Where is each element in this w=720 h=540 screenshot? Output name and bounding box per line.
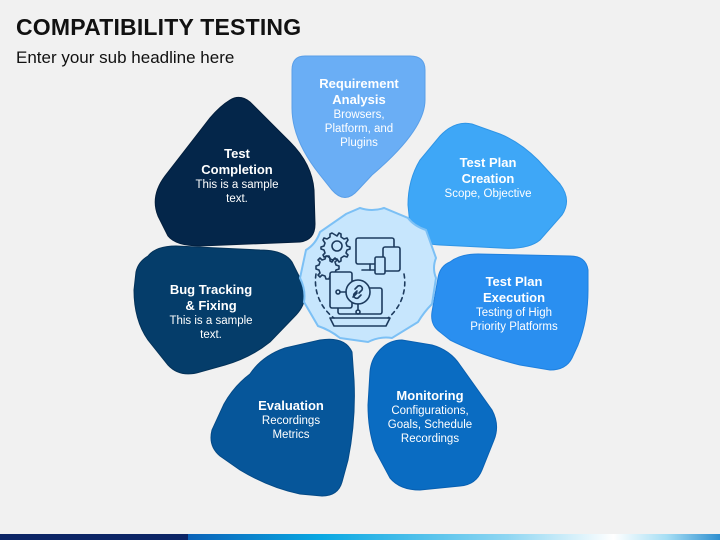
step-title-line: & Fixing (185, 297, 237, 313)
step-title-line: Creation (461, 170, 515, 186)
step-title-line: Bug Tracking (169, 282, 253, 297)
petal-bug-tracking (133, 245, 306, 375)
petal-test-plan-execution (431, 253, 589, 371)
step-desc-line: This is a sample (169, 314, 253, 327)
step-title-line: Test Plan (485, 274, 543, 289)
step-requirement-analysis: Requirement Analysis Browsers, Platform,… (300, 76, 418, 150)
step-title-line: Analysis (332, 91, 386, 107)
footer-bar (0, 534, 720, 540)
step-title-line: Execution (482, 289, 546, 305)
step-desc-line: Recordings (400, 432, 460, 445)
step-title-line: Evaluation (258, 398, 324, 413)
step-title-line: Monitoring (396, 388, 464, 403)
step-desc-line: text. (226, 192, 248, 205)
step-desc-line: Scope, Objective (444, 187, 532, 200)
footer-bar-gradient (188, 534, 720, 540)
step-bug-tracking: Bug Tracking & Fixing This is a sample t… (150, 282, 272, 342)
petal-evaluation (210, 338, 355, 497)
step-monitoring: Monitoring Configurations, Goals, Schedu… (374, 388, 486, 446)
page-title: COMPATIBILITY TESTING (16, 14, 302, 40)
devices-gear-link-icon (314, 232, 406, 327)
petal-test-completion (154, 96, 316, 247)
step-evaluation: Evaluation Recordings Metrics (236, 398, 346, 442)
footer-bar-dark (0, 534, 188, 540)
page-subtitle: Enter your sub headline here (16, 48, 235, 67)
step-test-plan-creation: Test Plan Creation Scope, Objective (420, 155, 556, 201)
step-desc-line: Recordings (261, 414, 321, 427)
step-desc-line: Metrics (272, 428, 310, 441)
step-title-line: Completion (201, 161, 273, 177)
step-test-completion: Test Completion This is a sample text. (176, 146, 298, 206)
step-desc-line: text. (200, 328, 222, 341)
step-title-line: Requirement (319, 76, 399, 91)
step-desc-line: Goals, Schedule (387, 418, 473, 431)
step-title-line: Test (224, 146, 250, 161)
petal-requirement-analysis (291, 55, 426, 198)
center-hub (298, 206, 438, 344)
step-title-line: Test Plan (459, 155, 517, 170)
step-desc-line: This is a sample (195, 178, 279, 191)
step-desc-line: Testing of High (475, 306, 553, 319)
step-desc-line: Plugins (340, 136, 378, 149)
step-desc-line: Configurations, (391, 404, 469, 417)
step-desc-line: Priority Platforms (470, 320, 558, 333)
step-test-plan-execution: Test Plan Execution Testing of High Prio… (448, 274, 580, 334)
step-desc-line: Browsers, (333, 108, 385, 121)
petal-monitoring (367, 339, 498, 491)
step-desc-line: Platform, and (324, 122, 394, 135)
petal-test-plan-creation (407, 122, 567, 249)
